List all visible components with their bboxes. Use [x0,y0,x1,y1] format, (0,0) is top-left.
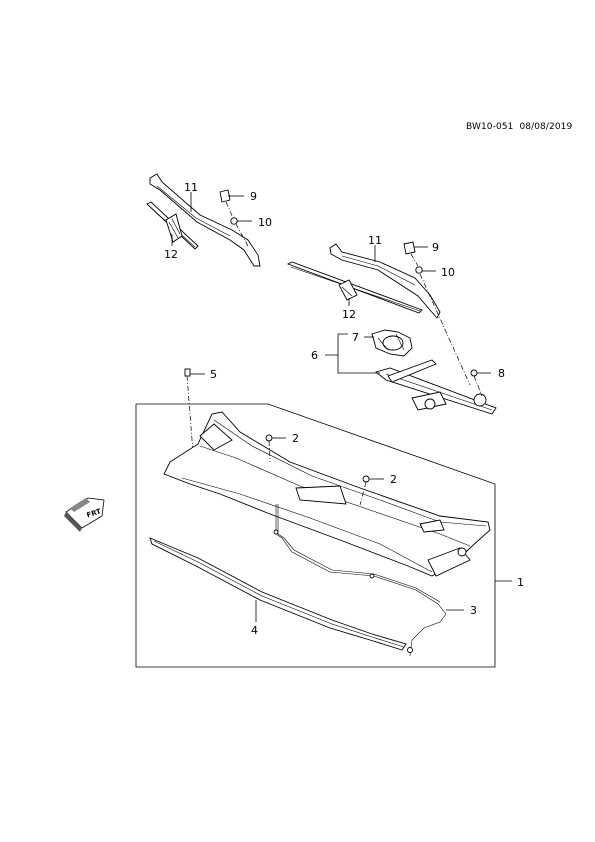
callout-4: 4 [251,624,258,637]
callout-10-left: 10 [258,216,272,229]
callout-11-left: 11 [184,181,198,194]
leader-lines [171,192,512,622]
callout-5: 5 [210,368,217,381]
callout-11-right: 11 [368,234,382,247]
callout-1: 1 [517,576,524,589]
callout-9-right: 9 [432,241,439,254]
reference-header: BW10-051 08/08/2019 [466,122,578,132]
callout-12-right: 12 [342,308,356,321]
right-wiper-assembly [286,241,471,386]
diagram-date: 08/08/2019 [519,122,573,132]
callout-2-lower: 2 [390,473,397,486]
washer-hose [275,504,447,657]
callout-3: 3 [470,604,477,617]
left-wiper-assembly [146,173,261,267]
diagram-code: BW10-051 [466,122,514,132]
group-frame [135,403,496,668]
clip-2b [362,475,370,483]
callout-7: 7 [352,331,359,344]
cowl-panel [163,411,491,577]
front-direction-arrow-icon: FRT [64,497,105,532]
seal-strip [149,537,407,651]
callout-10-right: 10 [441,266,455,279]
callout-12-left: 12 [164,248,178,261]
callout-6: 6 [311,349,318,362]
callout-8: 8 [498,367,505,380]
callout-9-left: 9 [250,190,257,203]
callout-2-upper: 2 [292,432,299,445]
wiper-motor-linkage [371,329,497,415]
clip-2a [265,434,273,442]
